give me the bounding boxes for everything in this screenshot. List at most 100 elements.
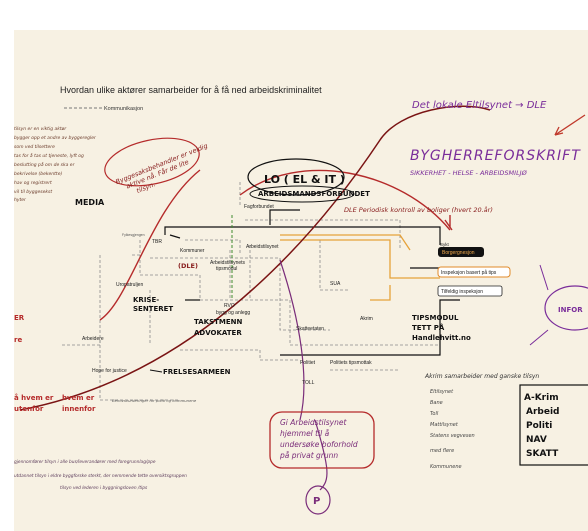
akrim-item: Kommunene bbox=[430, 464, 462, 470]
svg-text:hvem er: hvem er bbox=[62, 394, 95, 402]
svg-text:hjemmel til å: hjemmel til å bbox=[280, 429, 330, 438]
byggesak-circle bbox=[104, 137, 200, 187]
box-inspeksjon-tips-label: Inspeksjon basert på tips bbox=[441, 269, 497, 276]
svg-text:bekrivelse (bekentte): bekrivelse (bekentte) bbox=[14, 171, 62, 177]
akrim-item: Bane bbox=[430, 400, 443, 406]
svg-text:beslutting på om de ska er: beslutting på om de ska er bbox=[14, 161, 76, 168]
box-borgerugnesjon bbox=[438, 247, 484, 257]
node-akrim: Akrim bbox=[360, 316, 373, 322]
svg-text:hyter: hyter bbox=[14, 197, 27, 203]
hw-takstmenn: TAKSTMENN bbox=[194, 318, 242, 326]
hw-lo: LO ( EL & IT ) bbox=[264, 173, 345, 186]
svg-text:undersøke boforhold: undersøke boforhold bbox=[280, 440, 358, 449]
hw-media: MEDIA bbox=[75, 198, 105, 207]
svg-text:SKATT: SKATT bbox=[526, 449, 559, 459]
node-hope: Hope for justice bbox=[92, 368, 127, 374]
hw-advokater: ADVOKATER bbox=[194, 329, 242, 337]
gi-note: Gi Arbeidstilsynet hjemmel til å undersø… bbox=[279, 418, 358, 460]
footer-caption: Behovsvurderinger for politi og kommunen… bbox=[112, 398, 197, 403]
svg-text:tilsyn er en viktig aktør: tilsyn er en viktig aktør bbox=[14, 126, 67, 132]
legend-label: Kommunikasjon bbox=[104, 106, 143, 112]
akrim-box bbox=[519, 384, 588, 466]
box-tilfeldig bbox=[437, 285, 503, 297]
arbeidsmand-circle bbox=[249, 185, 355, 203]
svg-text:utdannet tilsyn i eldre byggfo: utdannet tilsyn i eldre byggforske sterk… bbox=[14, 473, 187, 479]
diagram-title: Hvordan ulike aktører samarbeider for å … bbox=[60, 85, 322, 95]
svg-text:A-Krim: A-Krim bbox=[524, 393, 559, 403]
svg-text:tilsyn ved lederen i byggnings: tilsyn ved lederen i byggningsloven /tip… bbox=[60, 485, 148, 491]
akrim-item: med flere bbox=[430, 448, 454, 454]
node-tipsmodul-line2: tipsmodul bbox=[216, 266, 237, 272]
node-tipsmodul-line1: Arbeidstilsynets bbox=[210, 260, 246, 266]
svg-text:Politi: Politi bbox=[526, 421, 552, 431]
node-toll: TOLL bbox=[302, 380, 315, 386]
akrim-item: Statens vegvesen bbox=[430, 433, 475, 439]
node-uropatruljen: Uropatruljen bbox=[116, 282, 143, 288]
box-tilfeldig-label: Tilfeldig inspeksjon bbox=[441, 289, 483, 295]
black-connectors bbox=[164, 209, 460, 356]
svg-text:NAV: NAV bbox=[526, 435, 547, 445]
svg-text:vil til byggesekst: vil til byggesekst bbox=[14, 189, 52, 195]
hw-bygherre-sub: SIKKERHET - HELSE - ARBEIDSMILJØ bbox=[410, 169, 528, 177]
hw-dle-periode: DLE Periodisk kontroll av boliger (hvert… bbox=[344, 205, 493, 214]
node-bygg: bygg og anlegg bbox=[216, 310, 250, 316]
node-politiet: Politiet bbox=[300, 360, 316, 366]
hw-infor: INFOR bbox=[558, 306, 583, 314]
infor-circle bbox=[544, 285, 588, 331]
box-borgerugnesjon-label: Borgergnesjon bbox=[442, 250, 475, 256]
svg-text:tas for å tas ut tjeneste, lyf: tas for å tas ut tjeneste, lyft og bbox=[14, 152, 84, 159]
hw-frelsesarmeen: FRELSESARMEEN bbox=[163, 368, 231, 376]
svg-text:som ved tilsettere: som ved tilsettere bbox=[14, 144, 55, 150]
gi-box bbox=[269, 411, 375, 469]
node-tbr: TBR bbox=[152, 239, 162, 245]
dark-red-arc bbox=[19, 105, 491, 411]
hw-hvem: å hvem er hvem er utenfor innenfor bbox=[14, 393, 96, 413]
typed-nodes: Fagforbundet TBR Kommuner Arbeidstilsyne… bbox=[82, 204, 450, 386]
hw-left-red-1: ER bbox=[14, 314, 25, 322]
hw-p: P bbox=[313, 496, 320, 507]
node-politiets-tips: Politiets tipsmottak bbox=[330, 360, 372, 366]
svg-text:å hvem er: å hvem er bbox=[14, 393, 54, 402]
akrim-item: Eltilsynet bbox=[430, 389, 454, 395]
box-inspeksjon-tips bbox=[437, 266, 511, 278]
svg-text:gjennomfører tilsyn i alle bus: gjennomfører tilsyn i alle bus/leverandø… bbox=[14, 459, 156, 465]
akrim-item: Toll bbox=[430, 411, 439, 417]
red-connectors bbox=[99, 169, 453, 321]
hw-arbeidsmand: ARBEIDSMANDSFORBUNDET bbox=[258, 190, 370, 198]
left-note: tilsyn er en viktig aktør bygger opp et … bbox=[14, 126, 97, 203]
svg-text:hav og registrert: hav og registrert bbox=[14, 180, 52, 186]
node-arbeidere: Arbeidere bbox=[82, 336, 104, 342]
node-fagforbundet: Fagforbundet bbox=[244, 204, 274, 210]
bottom-notes: gjennomfører tilsyn i alle bus/leverandø… bbox=[14, 459, 187, 491]
node-skatteetaten: Skatteetaten bbox=[296, 326, 324, 332]
lo-circle bbox=[247, 158, 345, 196]
orange-connectors bbox=[280, 234, 440, 301]
svg-text:på privat grunn: på privat grunn bbox=[279, 451, 338, 460]
svg-text:innenfor: innenfor bbox=[62, 405, 96, 413]
svg-text:Gi Arbeidstilsynet: Gi Arbeidstilsynet bbox=[280, 418, 347, 427]
paper-sheet bbox=[14, 30, 588, 531]
node-sua: SUA bbox=[330, 281, 341, 287]
svg-text:Arbeid: Arbeid bbox=[526, 407, 559, 417]
node-kommuner: Kommuner bbox=[180, 248, 205, 254]
hw-top-right: Det lokale Eltilsynet → DLE bbox=[412, 100, 547, 111]
node-arbeidstilsynet: Arbeidstilsynet bbox=[246, 244, 279, 250]
akrim-box-text: A-Krim Arbeid Politi NAV SKATT bbox=[524, 393, 559, 459]
node-sykt: Sykt bbox=[440, 242, 450, 247]
p-circle bbox=[305, 485, 331, 515]
akrim-list: Eltilsynet Bane Toll Mattilsynet Statens… bbox=[430, 389, 475, 470]
red-arrow-top-right bbox=[554, 114, 586, 136]
hw-dle: (DLE) bbox=[178, 262, 198, 270]
hw-tipsmodul-1: TIPSMODUL bbox=[412, 314, 459, 322]
node-rvo: RVO bbox=[224, 303, 235, 309]
hw-krise-2: SENTERET bbox=[133, 305, 173, 313]
akrim-item: Mattilsynet bbox=[430, 422, 459, 428]
svg-text:bygger opp et andre av byggere: bygger opp et andre av byggeregler bbox=[14, 135, 97, 141]
hw-tipsmodul-3: Handlehvitt.no bbox=[412, 334, 471, 342]
hw-tipsmodul-2: TETT PÅ bbox=[412, 323, 445, 332]
hw-left-red-2: re bbox=[14, 336, 22, 344]
svg-text:utenfor: utenfor bbox=[14, 405, 44, 413]
node-fylkesgjengen: Fylkesgjengen bbox=[122, 233, 145, 237]
hw-bygherre: BYGHERREFORSKRIFT bbox=[410, 148, 581, 164]
